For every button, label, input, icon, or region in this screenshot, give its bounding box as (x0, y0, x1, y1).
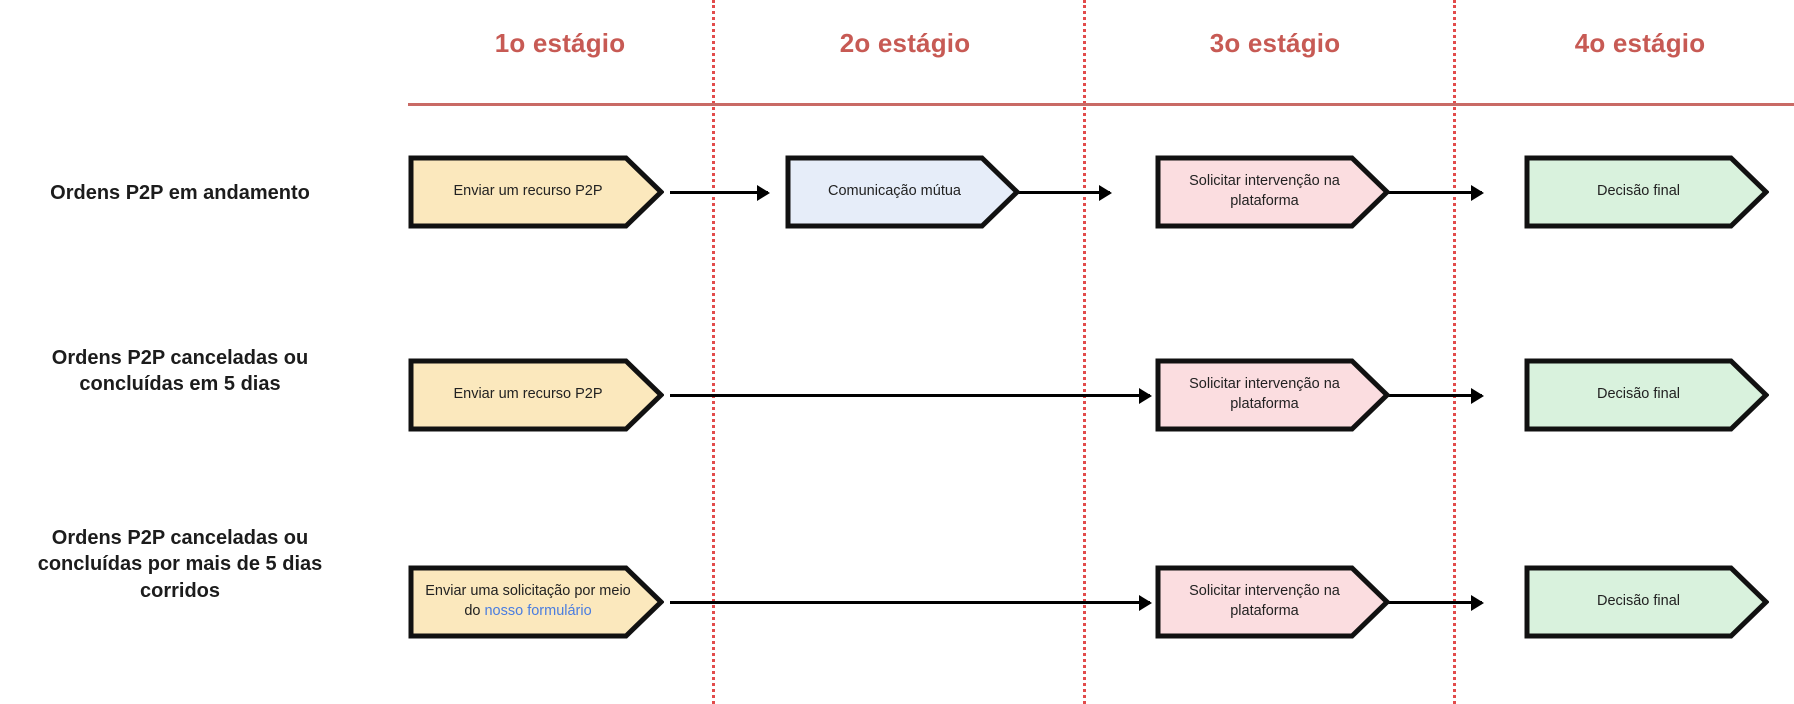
connector-r1-s3-s4 (1372, 191, 1482, 194)
connector-r1-s1-s2 (670, 191, 768, 194)
stage-title-4: 4o estágio (1574, 28, 1706, 58)
step-r1-final-decision[interactable]: Decisão final (1524, 155, 1769, 229)
step-r1-mutual-communication[interactable]: Comunicação mútua (785, 155, 1020, 229)
row-label-2: Ordens P2P canceladas ou concluídas em 5… (51, 347, 309, 396)
form-link[interactable]: nosso formulário (484, 603, 592, 619)
stage-divider-2 (1083, 0, 1086, 704)
stage-title-2: 2o estágio (839, 28, 971, 58)
step-label: Solicitar intervenção na plataforma (1189, 583, 1340, 619)
row-label-1: Ordens P2P em andamento (50, 182, 310, 204)
connector-r2-s3-s4 (1372, 394, 1482, 397)
step-r1-submit-appeal[interactable]: Enviar um recurso P2P (408, 155, 664, 229)
step-r3-submit-request-form[interactable]: Enviar uma solicitação por meio do nosso… (408, 565, 664, 639)
step-r2-submit-appeal[interactable]: Enviar um recurso P2P (408, 358, 664, 432)
header-rule-divider (408, 103, 1794, 106)
chevron-shape-icon (408, 358, 664, 432)
step-label: Solicitar intervenção na plataforma (1189, 376, 1340, 412)
chevron-shape-icon (785, 155, 1020, 229)
connector-r3-s1-s3 (670, 601, 1150, 604)
chevron-shape-icon (1155, 358, 1390, 432)
step-r2-request-platform-intervention[interactable]: Solicitar intervenção na plataforma (1155, 358, 1390, 432)
connector-r2-s1-s3 (670, 394, 1150, 397)
stage-divider-3 (1453, 0, 1456, 704)
step-label: Enviar um recurso P2P (453, 386, 603, 403)
chevron-shape-icon (1524, 155, 1769, 229)
chevron-shape-icon (1524, 565, 1769, 639)
stage-title-1: 1o estágio (494, 28, 626, 58)
chevron-shape-icon (408, 565, 664, 639)
step-label: Decisão final (1596, 183, 1680, 200)
stage-divider-1 (712, 0, 715, 704)
connector-r3-s3-s4 (1372, 601, 1482, 604)
step-label: Decisão final (1596, 386, 1680, 403)
step-label: Enviar uma solicitação por meio do nosso… (422, 582, 634, 621)
step-label: Solicitar intervenção na plataforma (1189, 173, 1340, 209)
step-label: Enviar um recurso P2P (453, 183, 603, 200)
step-r3-final-decision[interactable]: Decisão final (1524, 565, 1769, 639)
chevron-shape-icon (1155, 155, 1390, 229)
step-r1-request-platform-intervention[interactable]: Solicitar intervenção na plataforma (1155, 155, 1390, 229)
connector-r1-s2-s3 (1000, 191, 1110, 194)
step-r2-final-decision[interactable]: Decisão final (1524, 358, 1769, 432)
chevron-shape-icon (1155, 565, 1390, 639)
stage-title-3: 3o estágio (1209, 28, 1341, 58)
step-label: Decisão final (1596, 593, 1680, 610)
row-label-3: Ordens P2P canceladas ou concluídas por … (37, 527, 323, 602)
chevron-shape-icon (408, 155, 664, 229)
chevron-shape-icon (1524, 358, 1769, 432)
step-r3-request-platform-intervention[interactable]: Solicitar intervenção na plataforma (1155, 565, 1390, 639)
step-label-text: Enviar uma solicitação por meio do (425, 583, 631, 619)
step-label: Comunicação mútua (828, 183, 961, 200)
